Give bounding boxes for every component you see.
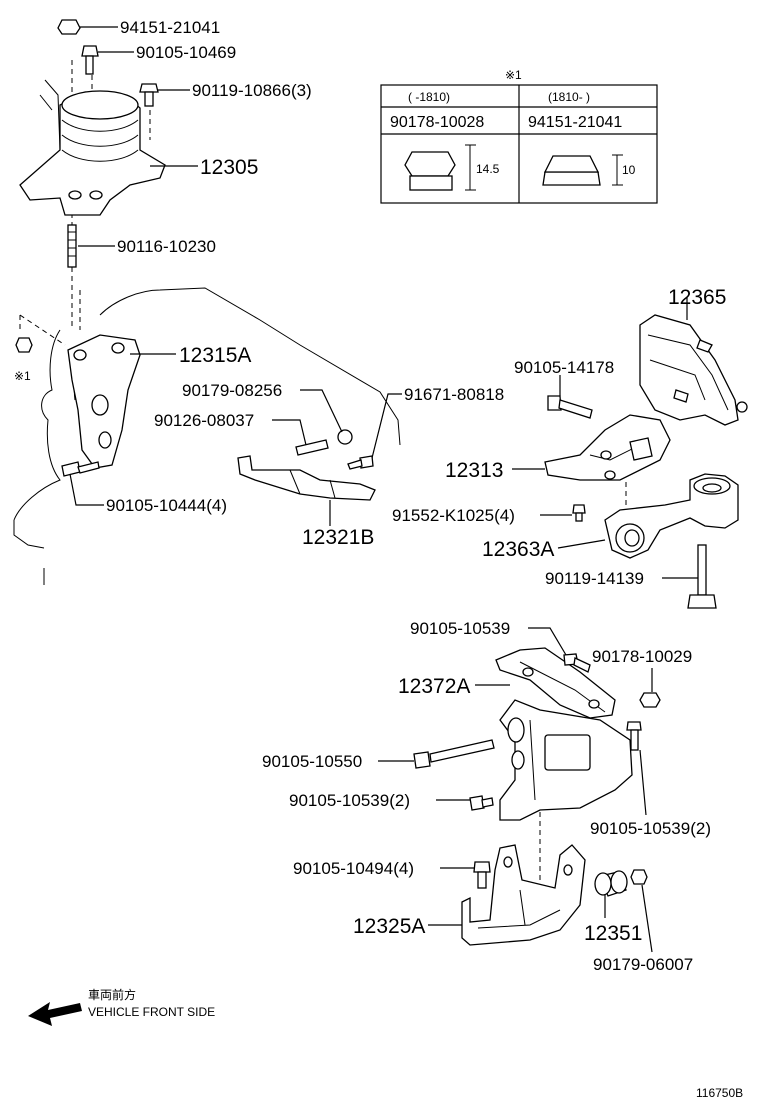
direction-en: VEHICLE FRONT SIDE: [88, 1005, 215, 1019]
bracket-12313: [544, 414, 671, 481]
note-table: [380, 84, 658, 204]
bolt-90119-10866: [139, 83, 159, 107]
label-12315A: 12315A: [179, 344, 251, 367]
mount-12363A: [604, 473, 739, 559]
label-94151-21041: 94151-21041: [120, 18, 220, 37]
label-91671-80818: 91671-80818: [404, 385, 504, 404]
label-12305: 12305: [200, 156, 258, 179]
label-90105-10469: 90105-10469: [136, 43, 236, 62]
nut-90179-08256: [337, 429, 353, 445]
table-col2-dim: 10: [622, 163, 636, 177]
bolt-90105-10539-right: [626, 721, 642, 751]
label-12313: 12313: [445, 459, 503, 482]
bolt-90105-10550: [413, 739, 495, 769]
nut-left-note: [15, 337, 33, 353]
label-90105-10539-right: 90105-10539(2): [590, 819, 711, 838]
vehicle-front-indicator: 車両前方 VEHICLE FRONT SIDE: [28, 987, 215, 1026]
leader-lines: [69, 26, 698, 953]
bracket-12325A: [461, 844, 586, 946]
cover-12365: [639, 314, 748, 426]
label-90116-10230: 90116-10230: [117, 237, 216, 256]
label-90105-10539-left: 90105-10539(2): [289, 791, 410, 810]
bolt-90105-10444: [61, 461, 100, 477]
bolt-91671-80818: [347, 455, 374, 470]
label-90105-10539-top: 90105-10539: [410, 619, 510, 638]
label-90105-14178: 90105-14178: [514, 358, 614, 377]
bushing-12351: [594, 870, 628, 897]
label-90178-10029: 90178-10029: [592, 647, 692, 666]
bracket-12372A: [495, 647, 633, 821]
bolt-90105-10539-top: [563, 653, 591, 673]
stud-90126-08037: [295, 439, 329, 456]
bolt-90105-10469: [81, 45, 99, 75]
label-12363A: 12363A: [482, 538, 554, 561]
label-90179-06007: 90179-06007: [593, 955, 693, 974]
nut-top: [57, 19, 81, 35]
bracket-12315A: [67, 334, 141, 469]
part-labels: 94151-21041 90105-10469 90119-10866(3) 1…: [14, 18, 726, 974]
label-90105-10550: 90105-10550: [262, 752, 362, 771]
table-col1-part: 90178-10028: [390, 114, 484, 131]
label-90105-10444: 90105-10444(4): [106, 496, 227, 515]
bolt-90119-14139: [687, 544, 717, 609]
table-title: ※1: [505, 68, 522, 82]
note-table-text: ※1 ( -1810) (1810- ) 90178-10028 94151-2…: [390, 68, 636, 177]
label-90119-14139: 90119-14139: [545, 569, 644, 588]
label-90179-08256: 90179-08256: [182, 381, 282, 400]
mount-12305: [19, 79, 166, 216]
bolt-91552-K1025: [572, 504, 586, 522]
label-91552-K1025: 91552-K1025(4): [392, 506, 515, 525]
label-12351: 12351: [584, 922, 642, 945]
label-90105-10494: 90105-10494(4): [293, 859, 414, 878]
direction-jp: 車両前方: [88, 987, 136, 1002]
nut-90179-06007: [630, 869, 648, 885]
bracket-12321B: [237, 455, 376, 501]
figure-id: 116750B: [696, 1086, 743, 1100]
table-col2-part: 94151-21041: [528, 114, 622, 131]
bolt-90105-14178: [547, 395, 593, 419]
label-90126-08037: 90126-08037: [154, 411, 254, 430]
label-12321B: 12321B: [302, 526, 374, 549]
bolt-90105-10539-left: [469, 795, 494, 811]
front-arrow-icon: [28, 1002, 82, 1026]
label-90119-10866: 90119-10866(3): [192, 81, 312, 100]
stud-90116-10230: [67, 224, 77, 268]
label-note-mark: ※1: [14, 369, 31, 383]
table-col1-dim: 14.5: [476, 162, 500, 176]
table-col1-range: ( -1810): [408, 90, 450, 104]
bolt-90105-10494: [473, 861, 491, 889]
label-12365: 12365: [668, 286, 726, 309]
nut-90178-10029: [639, 692, 661, 708]
label-12372A: 12372A: [398, 675, 470, 698]
label-12325A: 12325A: [353, 915, 425, 938]
table-col2-range: (1810- ): [548, 90, 590, 104]
